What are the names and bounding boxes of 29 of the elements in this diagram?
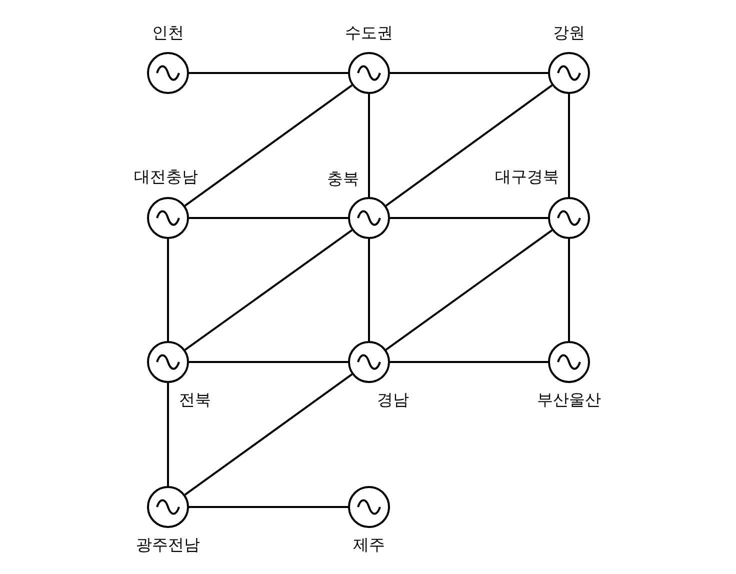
transmission-line [189,217,348,219]
node-label: 제주 [353,535,385,555]
node-label: 대구경북 [495,167,559,187]
transmission-line [390,217,548,219]
transmission-line [368,94,370,197]
transmission-line [390,72,548,74]
node-label: 전북 [179,390,211,410]
transmission-line [184,84,353,207]
node-label: 강원 [553,23,585,43]
node-label: 인천 [152,23,184,43]
transmission-line [368,239,370,341]
transmission-line [568,94,570,197]
transmission-line [568,239,570,341]
transmission-line [390,361,548,363]
transmission-line [167,383,169,486]
transmission-line [184,229,353,351]
transmission-line [184,373,353,496]
node-label: 부산울산 [537,390,601,410]
transmission-line [189,72,348,74]
node-label: 충북 [327,169,359,189]
transmission-line [385,84,553,206]
transmission-line [189,361,348,363]
node-label: 광주전남 [136,535,200,555]
transmission-line [385,229,553,351]
transmission-line [189,506,348,508]
transmission-line [167,239,169,341]
node-label: 경남 [377,390,409,410]
node-label: 수도권 [345,23,393,43]
node-label: 대전충남 [134,167,198,187]
